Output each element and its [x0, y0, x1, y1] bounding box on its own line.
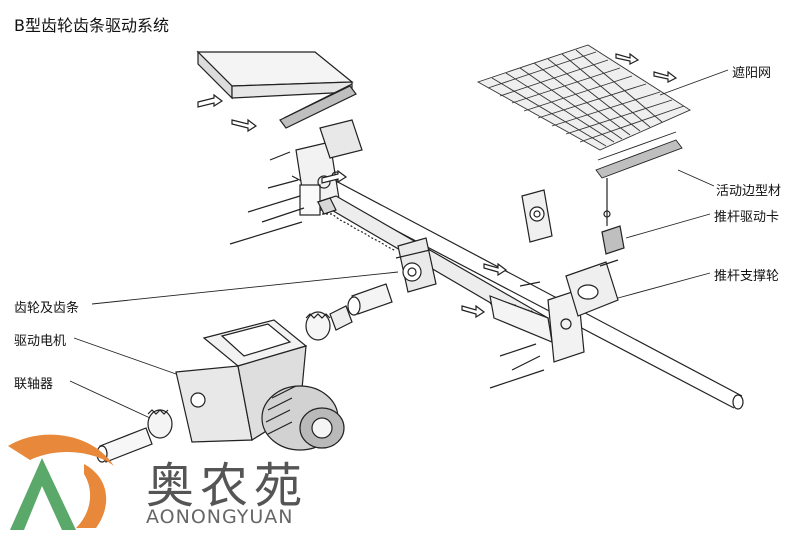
push-rod-clamp: [601, 178, 625, 255]
label-drive-motor: 驱动电机: [14, 334, 67, 349]
motion-arrows: [197, 52, 678, 319]
shade-net: [476, 44, 691, 179]
label-push-rod-support-wheel: 推杆支撑轮: [714, 269, 780, 284]
label-movable-profile: 活动边型材: [716, 184, 782, 199]
left-shade-panel: [196, 50, 357, 129]
support-wheel-bracket: [565, 259, 619, 317]
logo-mark: [8, 434, 114, 530]
center-bracket: [521, 189, 553, 243]
left-bracket: [229, 119, 363, 245]
push-rod: [291, 161, 744, 410]
label-coupling: 联轴器: [14, 377, 54, 392]
rack: [316, 195, 553, 343]
label-shade-net: 遮阳网: [732, 66, 772, 81]
label-gear-and-rack: 齿轮及齿条: [14, 301, 80, 316]
gear-box: [395, 237, 437, 293]
logo-text-en: AONONGYUAN: [146, 506, 294, 528]
label-push-rod-clamp: 推杆驱动卡: [714, 210, 780, 225]
logo-text-cn: 奥农苑: [146, 458, 309, 514]
shaft-coupling: [305, 283, 393, 341]
leader-lines: [69, 69, 729, 419]
diagram-title: B型齿轮齿条驱动系统: [14, 16, 169, 35]
drive-motor: [175, 319, 345, 451]
